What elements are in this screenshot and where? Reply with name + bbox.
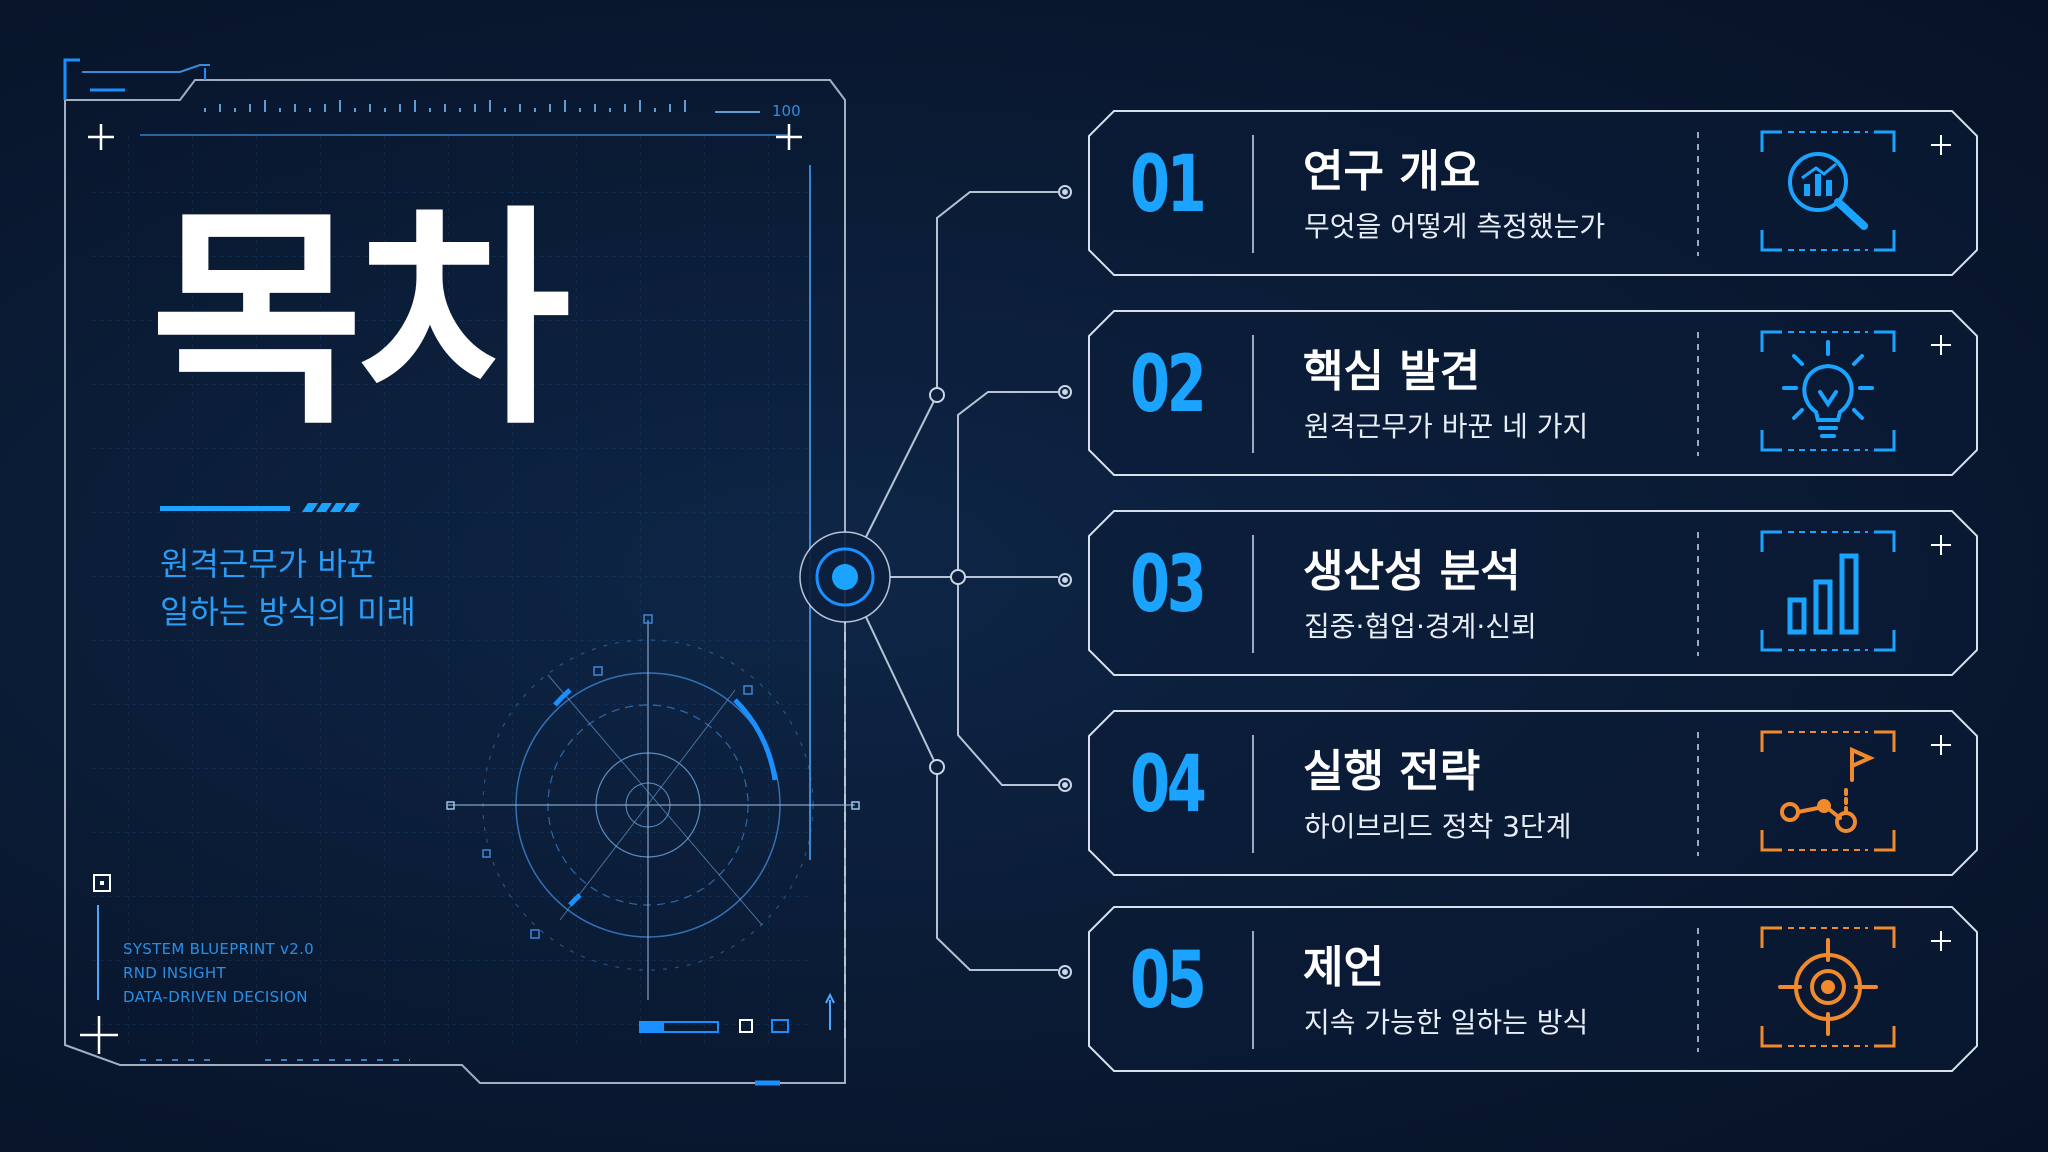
toc-card-03[interactable]: 03 생산성 분석 집중·협업·경계·신뢰 — [1088, 510, 1978, 676]
section-number: 04 — [1130, 740, 1207, 830]
section-number: 02 — [1130, 340, 1207, 430]
section-number: 03 — [1130, 540, 1207, 630]
ruler-label: 100 — [772, 102, 801, 120]
toc-card-01[interactable]: 01 연구 개요 무엇을 어떻게 측정했는가 — [1088, 110, 1978, 276]
section-description: 하이브리드 정착 3단계 — [1304, 810, 1572, 843]
page-title: 목차 — [150, 186, 571, 456]
section-title: 실행 전략 — [1303, 746, 1481, 797]
subtitle-line-2: 일하는 방식의 미래 — [160, 593, 416, 631]
toc-card-02[interactable]: 02 핵심 발견 원격근무가 바꾼 네 가지 — [1088, 310, 1978, 476]
toc-card-05[interactable]: 05 제언 지속 가능한 일하는 방식 — [1088, 906, 1978, 1072]
lightbulb-icon — [1760, 330, 1896, 452]
ruler — [204, 100, 760, 113]
card-frame — [1088, 710, 1978, 876]
left-frame — [64, 79, 846, 1084]
blueprint-grid — [92, 135, 812, 1045]
section-title: 제언 — [1303, 942, 1384, 993]
section-title: 핵심 발견 — [1303, 346, 1481, 397]
magnifier-chart-icon — [1760, 130, 1896, 252]
blueprint-line-1: SYSTEM BLUEPRINT v2.0 — [123, 940, 314, 958]
radar-graphic — [446, 614, 860, 1000]
bar-chart-icon — [1760, 530, 1896, 652]
connector-lines — [865, 191, 1058, 971]
card-frame — [1088, 510, 1978, 676]
subtitle-line-1: 원격근무가 바꾼 — [160, 545, 377, 583]
section-description: 집중·협업·경계·신뢰 — [1304, 610, 1537, 643]
section-description: 지속 가능한 일하는 방식 — [1304, 1006, 1589, 1039]
blueprint-line-3: DATA-DRIVEN DECISION — [123, 988, 308, 1006]
hub-node — [799, 531, 891, 623]
card-frame — [1088, 310, 1978, 476]
section-title: 생산성 분석 — [1303, 546, 1521, 597]
section-description: 원격근무가 바꾼 네 가지 — [1304, 410, 1589, 443]
section-description: 무엇을 어떻게 측정했는가 — [1304, 210, 1606, 243]
section-number: 01 — [1130, 140, 1207, 230]
section-title: 연구 개요 — [1303, 146, 1481, 197]
toc-card-04[interactable]: 04 실행 전략 하이브리드 정착 3단계 — [1088, 710, 1978, 876]
target-icon — [1760, 926, 1896, 1048]
section-number: 05 — [1130, 936, 1207, 1026]
card-frame — [1088, 906, 1978, 1072]
card-frame — [1088, 110, 1978, 276]
blueprint-line-2: RND INSIGHT — [123, 964, 226, 982]
route-flag-icon — [1760, 730, 1896, 852]
